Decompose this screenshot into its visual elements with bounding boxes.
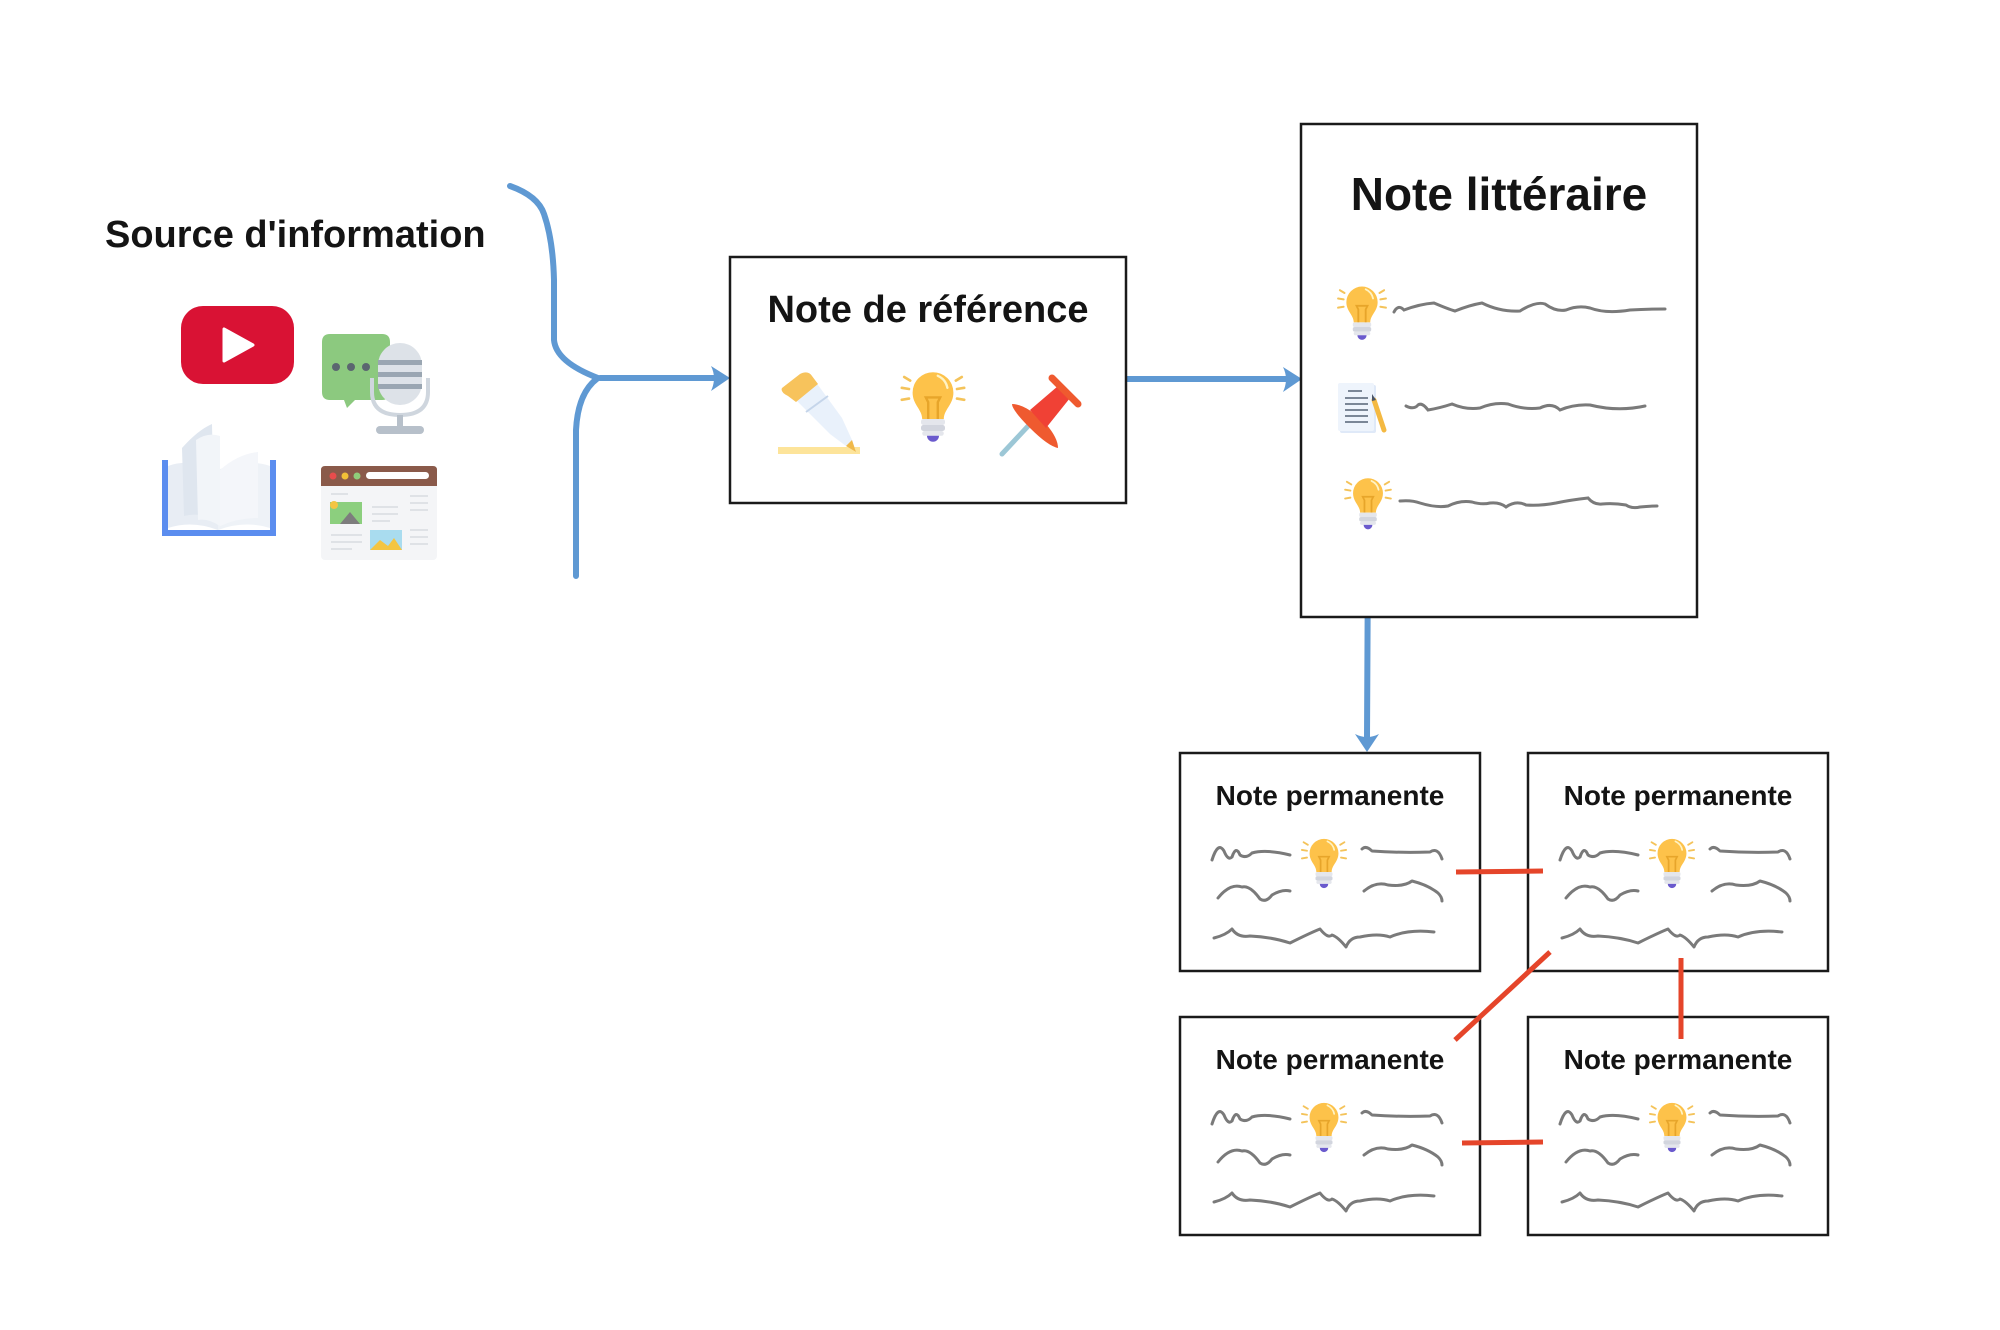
link-line <box>1455 868 1544 875</box>
literature-note-title: Note littéraire <box>1351 168 1648 220</box>
note-links <box>1453 868 1684 1146</box>
link-line <box>1461 1139 1544 1146</box>
scribble-line <box>1212 1191 1436 1213</box>
video-play-icon <box>181 306 294 384</box>
scribble-line <box>1216 884 1292 902</box>
scribble-line <box>1362 879 1444 903</box>
permanent-note-box: Note permanente <box>1178 751 1482 973</box>
permanent-note-title: Note permanente <box>1564 1044 1793 1075</box>
permanent-note-box: Note permanente <box>1526 751 1830 973</box>
literature-note-box: Note littéraire <box>1299 122 1699 619</box>
scribble-line <box>1560 1191 1784 1213</box>
permanent-note-title: Note permanente <box>1216 1044 1445 1075</box>
source-title: Source d'information <box>105 214 486 256</box>
scribble-line <box>1210 1110 1292 1126</box>
source-brace <box>507 183 601 579</box>
reference-note-box: Note de référence <box>728 255 1128 505</box>
highlighter-icon <box>778 372 860 454</box>
arrow-heads <box>711 366 1379 752</box>
scribble-line <box>1360 845 1444 861</box>
scribble-line <box>1362 1143 1444 1167</box>
podcast-microphone-icon <box>322 334 430 434</box>
scribble-line <box>1560 927 1784 949</box>
scribble-line <box>1558 1110 1640 1126</box>
scribble-line <box>1404 402 1647 412</box>
scribble-line <box>1710 879 1792 903</box>
scribble-line <box>1564 1148 1640 1166</box>
scribble-line <box>1564 884 1640 902</box>
scribble-line <box>1710 1143 1792 1167</box>
open-book-icon <box>162 424 276 536</box>
source-section: Source d'information <box>105 214 486 560</box>
scribble-line <box>1392 301 1667 314</box>
scribble-line <box>1708 1109 1792 1125</box>
scribble-line <box>1558 846 1640 862</box>
pushpin-icon <box>999 374 1082 457</box>
permanent-note-box: Note permanente <box>1178 1015 1482 1237</box>
scribble-line <box>1708 845 1792 861</box>
arrow-head-right-icon <box>711 366 730 391</box>
document-pencil-icon <box>1338 383 1387 433</box>
scribble-line <box>1398 496 1659 510</box>
arrow-head-right-icon <box>1283 367 1302 392</box>
arrow-head-down-icon <box>1355 734 1379 752</box>
literature-row-highlighted <box>1344 477 1659 531</box>
literature-row <box>1338 383 1647 433</box>
literature-row <box>1337 285 1667 341</box>
scribble-line <box>1216 1148 1292 1166</box>
link-line <box>1453 950 1552 1042</box>
permanent-notes: Note permanente Note permanente Note per… <box>1178 751 1830 1237</box>
scribble-line <box>1212 927 1436 949</box>
web-page-icon <box>321 466 437 560</box>
reference-note-title: Note de référence <box>767 289 1088 331</box>
scribble-line <box>1210 846 1292 862</box>
scribble-line <box>1360 1109 1444 1125</box>
permanent-note-box: Note permanente <box>1526 1015 1830 1237</box>
permanent-note-title: Note permanente <box>1216 780 1445 811</box>
permanent-note-title: Note permanente <box>1564 780 1793 811</box>
